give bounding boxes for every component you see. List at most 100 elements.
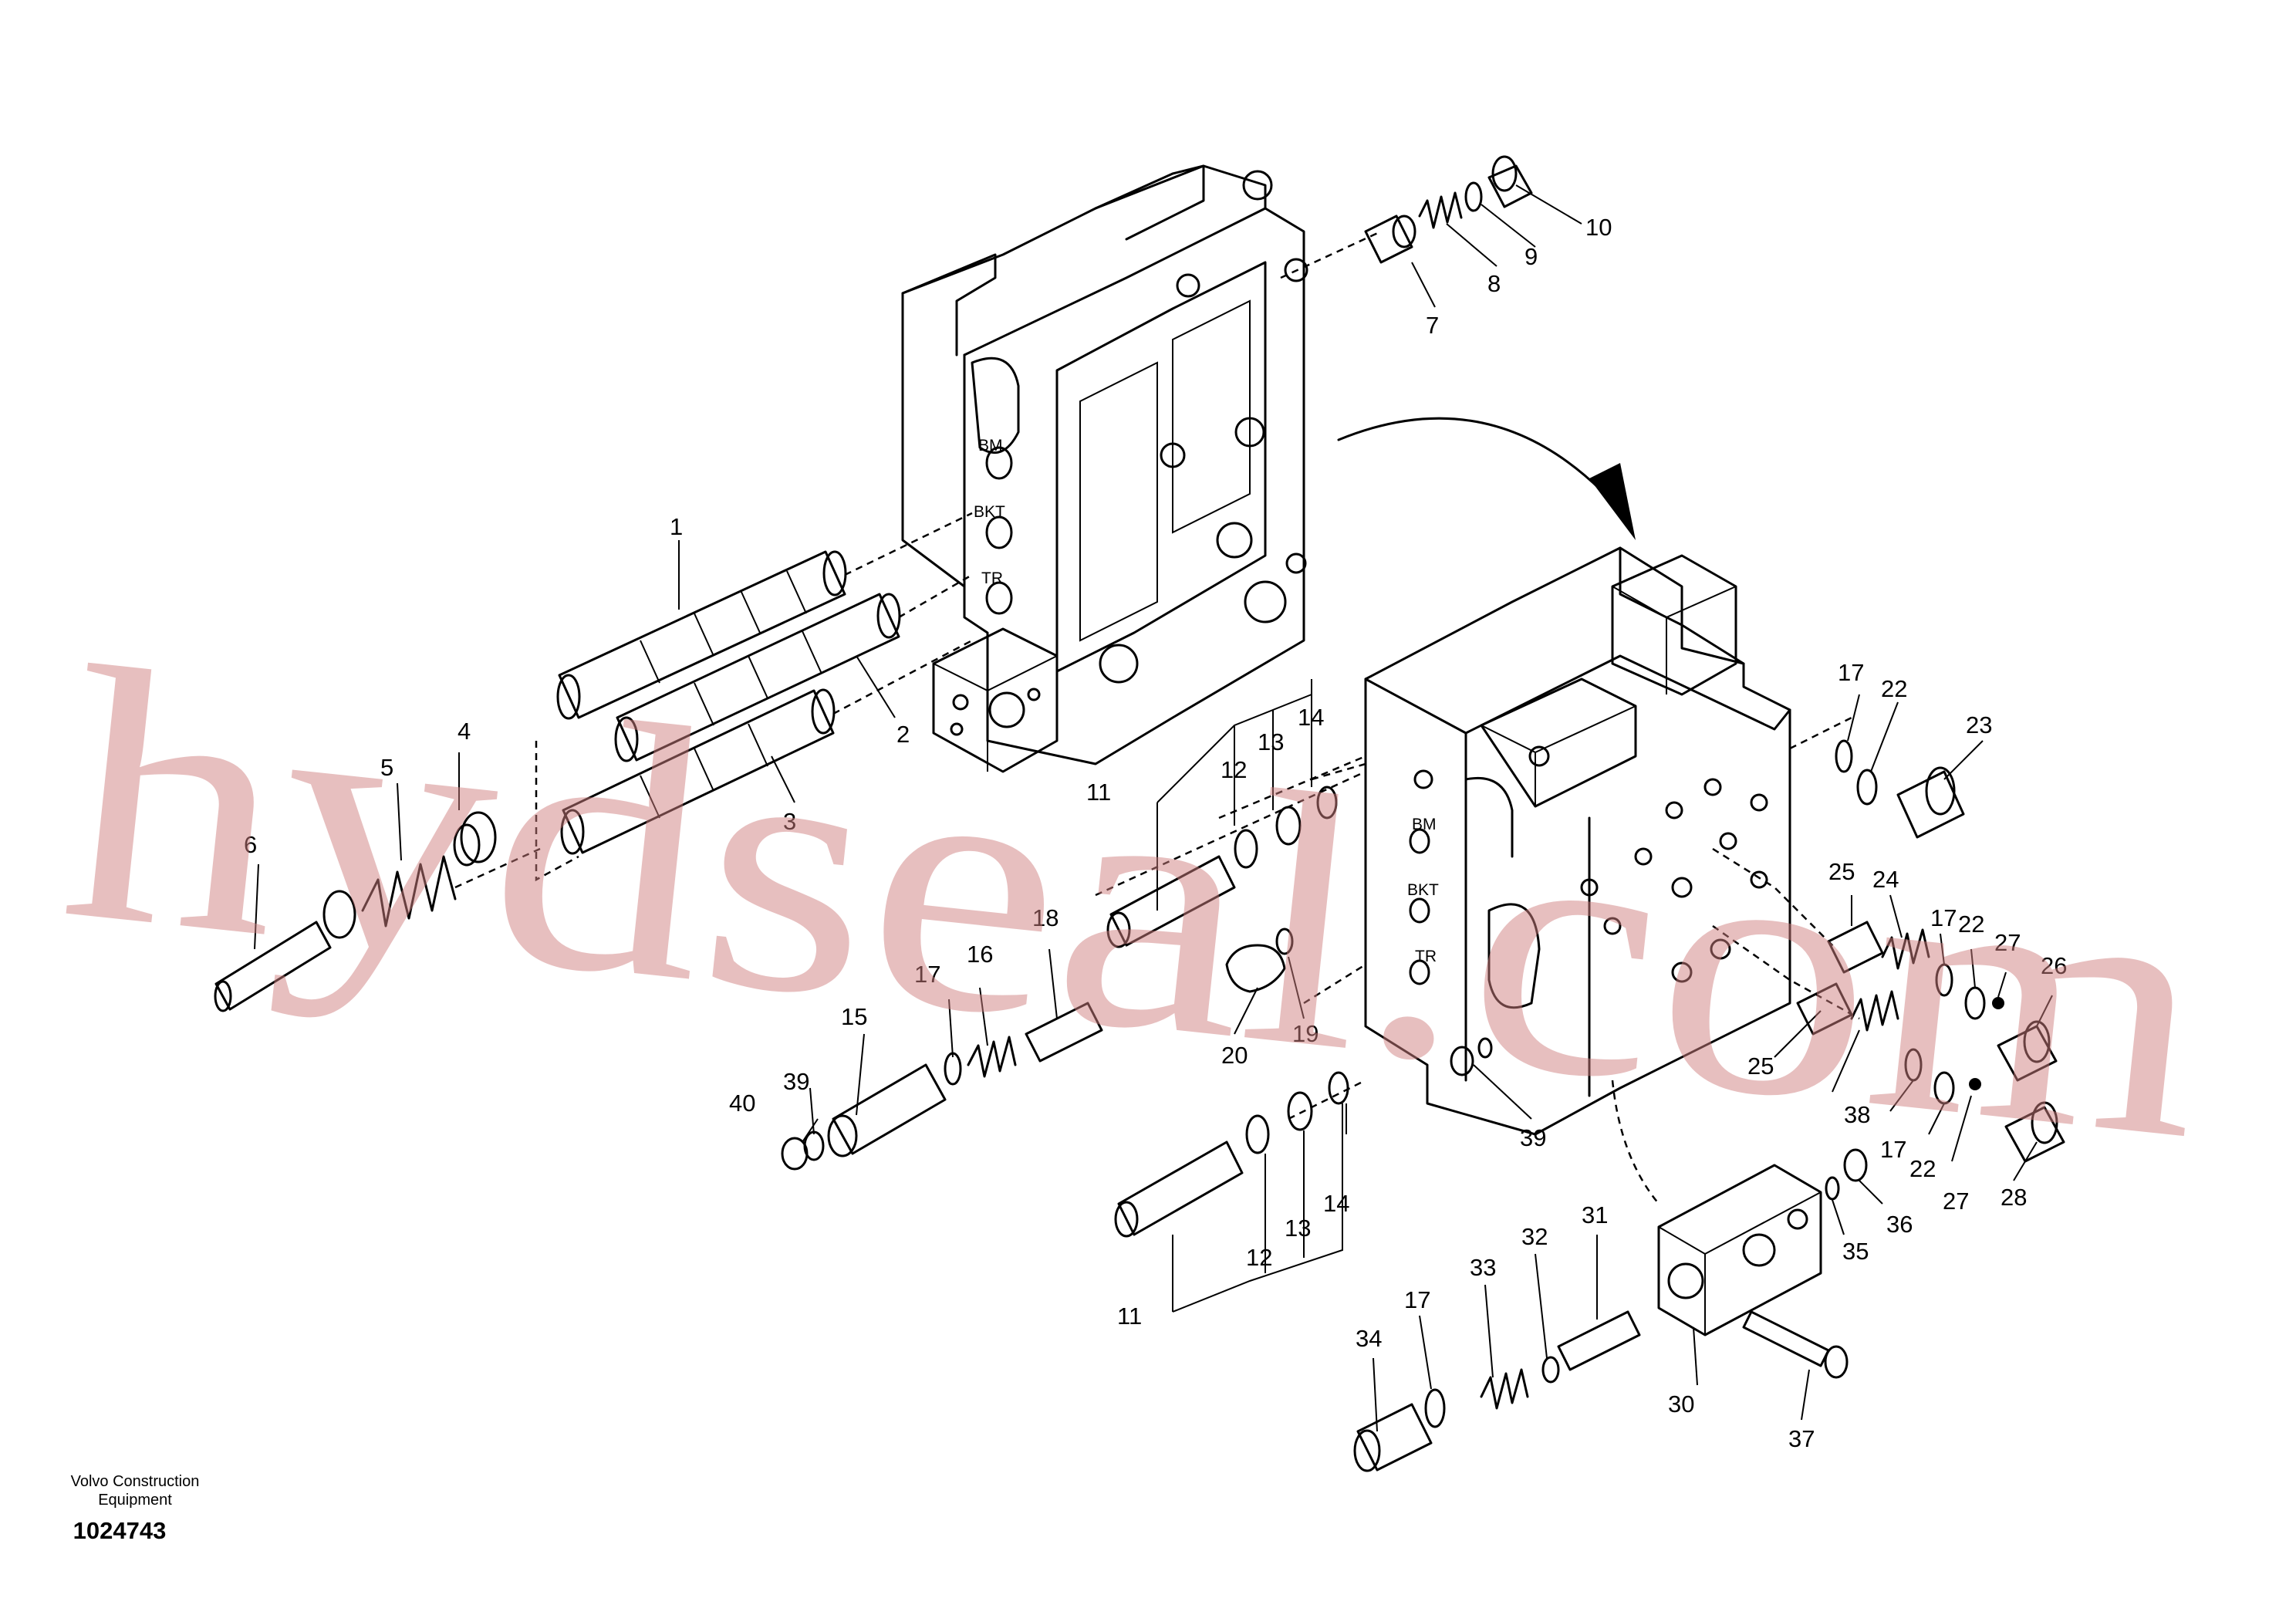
port-label-bm: BM: [978, 437, 1003, 454]
callout: 3: [783, 808, 796, 835]
callout: 11: [1086, 779, 1111, 806]
callout: 6: [244, 831, 257, 858]
callout: 17: [1838, 659, 1864, 686]
callout: 12: [1221, 756, 1247, 783]
callout: 39: [783, 1068, 809, 1095]
callout: 22: [1881, 675, 1907, 702]
part-7-plug: [1364, 215, 1416, 264]
port-label-bm-lower: BM: [1412, 816, 1437, 833]
callout: 15: [841, 1003, 867, 1030]
part-4-seal: [322, 811, 497, 939]
spool-3: [560, 688, 836, 855]
spool-1: [556, 550, 847, 720]
part-number: 1024743: [73, 1517, 167, 1544]
callout: 13: [1285, 1215, 1311, 1242]
part-38-spring: [1850, 990, 1899, 1032]
callout: 5: [380, 754, 393, 781]
part-11-relief-valve-upper: [1106, 855, 1236, 948]
part-27-ball-a: [1992, 997, 2004, 1009]
callout: 9: [1524, 243, 1538, 270]
callout: 35: [1842, 1238, 1869, 1265]
part-16-spring: [967, 1036, 1017, 1078]
callout: 22: [1958, 911, 1984, 938]
part-31-poppet: [1557, 1310, 1641, 1371]
callout-numbers: 1 2 3 4 5 6 7 8 9 10 11 11 12 12 13 13 1…: [244, 214, 2067, 1452]
port-label-bkt: BKT: [974, 503, 1005, 521]
part-17-oring-b: [1835, 739, 1853, 773]
port-label-bkt-lower: BKT: [1407, 881, 1439, 899]
callout: 2: [896, 721, 910, 748]
part-12-oring-upper: [1234, 829, 1258, 869]
callout: 26: [2041, 952, 2067, 979]
callout: 17: [1404, 1286, 1430, 1313]
callout: 11: [1117, 1303, 1142, 1330]
callout: 34: [1356, 1325, 1382, 1352]
part-39-plug-b: [1450, 1037, 1493, 1076]
part-10-cap: [1487, 155, 1533, 208]
part-36-plug: [1843, 1148, 1868, 1182]
callout: 22: [1909, 1155, 1936, 1182]
callout: 37: [1788, 1425, 1815, 1452]
callout: 17: [914, 961, 940, 988]
part-27-ball-b: [1969, 1078, 1981, 1090]
part-19-oring: [1275, 928, 1294, 955]
callout: 10: [1585, 214, 1612, 241]
callout: 24: [1872, 866, 1899, 893]
callout: 14: [1298, 704, 1324, 731]
callout: 14: [1323, 1190, 1349, 1217]
port-label-tr-lower: TR: [1415, 948, 1437, 965]
part-14-oring-lower: [1328, 1071, 1349, 1105]
callout: 27: [1994, 929, 2021, 956]
callout: 13: [1258, 728, 1284, 755]
part-12-oring-lower: [1245, 1114, 1270, 1154]
callout: 33: [1470, 1254, 1496, 1281]
callout: 25: [1747, 1053, 1774, 1080]
callout: 19: [1292, 1020, 1319, 1047]
manufacturer-line-2: Equipment: [98, 1492, 172, 1509]
callout: 20: [1221, 1042, 1248, 1069]
part-22-ring-a: [1856, 769, 1878, 806]
part-40-plug: [781, 1137, 809, 1171]
callout: 32: [1521, 1223, 1548, 1250]
part-34-cap: [1353, 1403, 1433, 1472]
part-37-bolt: [1742, 1310, 1849, 1379]
callout: 1: [670, 513, 683, 540]
part-33-spring: [1480, 1368, 1529, 1410]
part-32-washer: [1541, 1356, 1560, 1384]
callout: 7: [1426, 312, 1439, 339]
manufacturer-line-1: Volvo Construction: [70, 1473, 200, 1490]
part-13-ring-lower: [1287, 1091, 1313, 1131]
callout: 4: [458, 718, 471, 745]
callout: 40: [729, 1090, 755, 1117]
part-24-spring: [1881, 928, 1930, 970]
part-8-spring: [1418, 191, 1463, 229]
part-15-body: [827, 1063, 947, 1157]
callout: 12: [1246, 1244, 1272, 1271]
callout: 36: [1886, 1211, 1913, 1238]
part-18-sleeve: [1025, 1002, 1103, 1063]
part-20-plate: [1225, 944, 1286, 993]
upper-valve-housing: BM BKT TR: [901, 164, 1308, 773]
part-6-sleeve: [214, 921, 332, 1012]
part-35-oring: [1825, 1176, 1840, 1201]
part-26-plug: [1997, 1020, 2058, 1082]
callout: 39: [1520, 1124, 1546, 1151]
lower-valve-housing: BM BKT TR: [1364, 546, 1791, 1136]
manufacturer-label: Volvo Construction Equipment: [31, 1472, 239, 1509]
transfer-arrow: [1337, 417, 1636, 540]
callout: 38: [1844, 1101, 1870, 1128]
callout: 27: [1943, 1188, 1969, 1215]
part-28-plug: [2004, 1101, 2065, 1163]
port-label-tr: TR: [981, 569, 1003, 587]
callout: 28: [2001, 1184, 2027, 1211]
callout: 31: [1582, 1201, 1608, 1228]
callout: 17: [1930, 904, 1957, 931]
part-17-oring-e: [1424, 1388, 1446, 1428]
part-23-plug: [1896, 766, 1965, 839]
callout: 16: [967, 941, 993, 968]
callout: 25: [1828, 858, 1855, 885]
part-13-ring-upper: [1275, 806, 1302, 846]
part-30-block: [1657, 1164, 1822, 1336]
spool-2: [614, 593, 901, 762]
